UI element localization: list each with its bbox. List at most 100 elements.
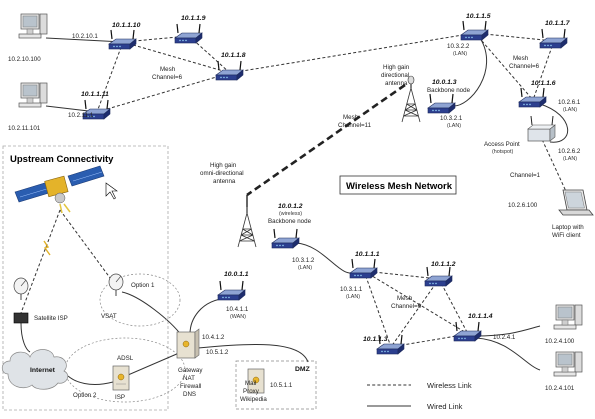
router-10-0-1-2[interactable] [271, 228, 300, 249]
pc-10-2-10-100[interactable] [18, 13, 48, 39]
wireless-link [532, 40, 555, 101]
mesh-label: Mesh [160, 66, 176, 73]
tower-omni [237, 195, 257, 248]
mesh-channel-label: Channel=6 [391, 303, 422, 310]
ap-sub-label: (hotspot) [492, 149, 513, 155]
router-label: 10.1.1.4 [468, 313, 493, 320]
legend: Wireless Link Wired Link [367, 381, 472, 411]
pc-10-2-11-101[interactable] [18, 82, 48, 108]
ip-sub-label: (LAN) [447, 123, 461, 129]
dmz-server[interactable] [247, 368, 265, 394]
router-label: 10.1.1.6 [531, 80, 556, 87]
router-label: 10.1.1.2 [431, 261, 456, 268]
router-10-0-1-3[interactable] [427, 93, 456, 114]
legend-wireless-label: Wireless Link [427, 381, 472, 390]
vsat-label: VSAT [101, 313, 117, 320]
gateway-label: Gateway [178, 367, 203, 374]
mesh-label: Mesh [343, 114, 359, 121]
adsl-label: ADSL [117, 355, 134, 362]
router-label: 10.0.1.2 [278, 203, 303, 210]
router-label: 10.1.1.10 [112, 22, 141, 29]
backbone-label: Backbone node [427, 87, 471, 94]
legend-wired-label: Wired Link [427, 402, 463, 411]
access-point[interactable] [527, 115, 556, 142]
laptop-wifi-client[interactable] [558, 189, 594, 216]
router-label: 10.0.1.1 [224, 271, 249, 278]
wireless-link [390, 278, 440, 348]
mesh-label: Mesh [397, 295, 413, 302]
text-labels: 10.2.10.100 10.2.10.1 10.2.11.101 10.2.1… [8, 33, 584, 403]
wired-link [67, 375, 114, 385]
satellite [14, 165, 105, 214]
ip-label: 10.4.1.2 [202, 334, 225, 341]
option1-ellipse [99, 273, 181, 327]
antenna-label: High gain [210, 162, 237, 169]
router-10-1-1-4[interactable] [453, 321, 482, 342]
pc-10-2-4-100[interactable] [553, 304, 583, 330]
tower-directional [401, 75, 421, 123]
gateway-server[interactable] [176, 328, 200, 359]
wireless-link [363, 270, 469, 335]
wireless-link [20, 209, 61, 314]
lightning-icon [43, 240, 51, 256]
pc-10-2-4-101[interactable] [553, 351, 583, 377]
vsat-dish [108, 273, 124, 296]
router-label: 10.0.1.3 [432, 79, 457, 86]
antenna-label: antenna [213, 178, 236, 185]
wired-link [45, 37, 124, 43]
ip-sub-label: (LAN) [563, 107, 577, 113]
router-10-1-1-2[interactable] [424, 266, 453, 287]
router-10-1-1-7[interactable] [539, 28, 568, 49]
router-label: 10.1.1.7 [545, 20, 571, 27]
satellite-isp-label: Satellite ISP [34, 315, 68, 322]
satellite-isp-dish [13, 277, 29, 300]
pc-ip-label: 10.2.10.100 [8, 56, 41, 63]
wired-link [475, 337, 541, 371]
wireless-link [96, 41, 124, 113]
router-labels: 10.1.1.10 10.1.1.9 10.1.1.8 10.1.1.11 10… [81, 13, 571, 343]
link-ip-label: 10.2.10.1 [72, 33, 98, 40]
option-label: Option 2 [73, 392, 97, 399]
antenna-label: antenna [385, 80, 408, 87]
gateway-label: NAT [183, 375, 195, 382]
upstream-box [2, 145, 169, 411]
antenna-label: omni-directional [200, 170, 244, 177]
router-10-0-1-1[interactable] [217, 280, 246, 301]
ip-sub-label: (LAN) [453, 51, 467, 57]
mesh-channel-label: Channel=6 [152, 74, 183, 81]
ip-sub-label: (LAN) [346, 294, 360, 300]
ip-label: 10.5.1.1 [270, 382, 293, 389]
router-label: 10.1.1.1 [355, 251, 380, 258]
mesh-channel-label: Channel=6 [509, 63, 540, 70]
router-10-1-1-10[interactable] [108, 29, 137, 50]
dmz-server-label: Proxy [243, 388, 260, 395]
ip-label: 10.2.6.2 [558, 148, 581, 155]
gateway-label: Firewall [180, 383, 201, 390]
ip-label: 10.2.4.100 [545, 338, 575, 345]
wireless-link [229, 32, 476, 74]
wireless-link [59, 209, 117, 287]
dmz-server-label: Mail [245, 380, 256, 387]
router-10-1-1-1[interactable] [349, 258, 378, 279]
mesh-title-box [339, 175, 457, 195]
dmz-box [235, 360, 317, 410]
internet-label: Internet [30, 367, 56, 374]
isp-label: ISP [115, 394, 125, 401]
router-10-1-1-5[interactable] [460, 20, 489, 41]
ip-sub-label: (LAN) [298, 265, 312, 271]
wireless-link [539, 134, 571, 201]
ip-label: 10.2.4.101 [545, 385, 575, 392]
laptop-ip-label: 10.2.6.100 [508, 202, 538, 209]
channel-label: Channel=1 [510, 172, 541, 179]
ip-label: 10.2.6.1 [558, 99, 581, 106]
router-10-1-1-9[interactable] [174, 23, 203, 44]
option-label: Option 1 [131, 282, 155, 289]
wired-link [539, 103, 568, 143]
pc-ip-label: 10.2.11.101 [8, 125, 41, 132]
router-10-1-1-6[interactable] [518, 87, 547, 108]
ip-label: 10.3.2.2 [447, 43, 470, 50]
laptop-label: WiFi client [552, 232, 581, 239]
ip-label: 10.3.1.1 [340, 286, 363, 293]
backbone-link [246, 83, 406, 197]
